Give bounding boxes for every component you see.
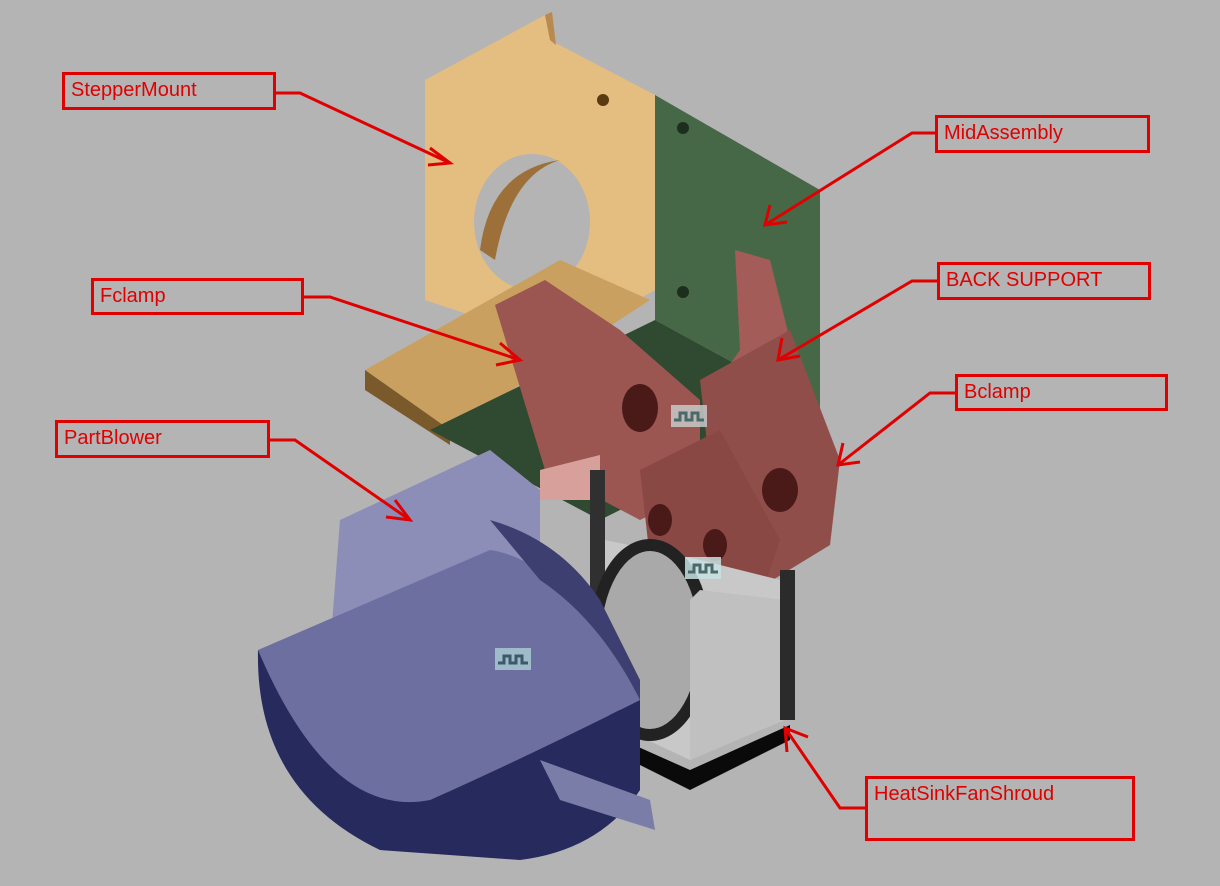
clamp-parts [495,250,840,600]
label-part-blower: PartBlower [55,420,270,458]
label-mid-assembly: MidAssembly [935,115,1150,153]
arrow-back-support [777,279,937,362]
arrow-mid-assembly [764,131,935,227]
label-heat-sink-fan-shroud: HeatSinkFanShroud [865,776,1135,841]
mate-constraint-icon [671,405,707,427]
arrow-bclamp [837,391,955,467]
arrow-stepper-mount [275,91,451,165]
annotation-arrows [269,91,955,810]
label-bclamp: Bclamp [955,374,1168,411]
arrow-fclamp [303,295,521,362]
mate-constraint-icon [495,648,531,670]
arrow-heat-sink-fan-shroud [783,727,865,810]
heat-sink-fan-shroud-part [589,470,795,790]
label-fclamp: Fclamp [91,278,304,315]
label-back-support: BACK SUPPORT [937,262,1151,300]
mate-constraint-icon [685,557,721,579]
arrow-part-blower [269,438,411,522]
stepper-bore-hole [474,154,590,290]
label-stepper-mount: StepperMount [62,72,276,110]
part-blower-part [257,450,655,860]
